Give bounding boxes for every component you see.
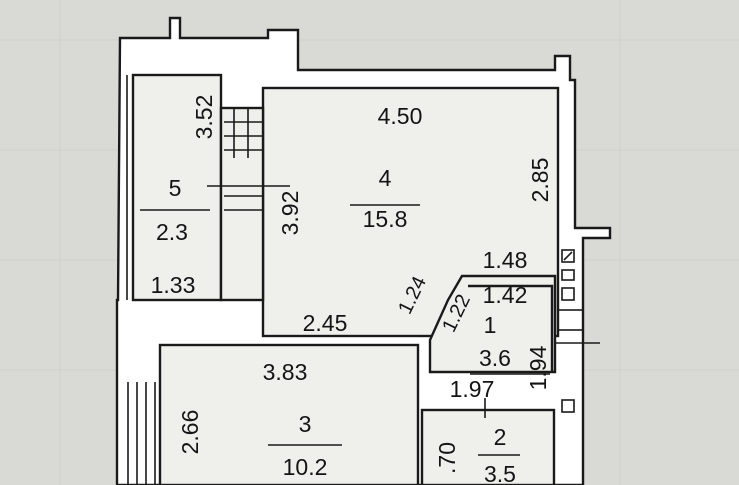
dim-room5-height: 3.52 xyxy=(191,95,217,140)
dim-room4-right: 2.85 xyxy=(527,158,553,203)
dim-room4-bottom: 2.45 xyxy=(303,310,348,336)
dim-room1-bottom: 1.97 xyxy=(450,376,495,402)
window-room-3 xyxy=(127,382,156,485)
room-2 xyxy=(420,408,556,485)
room-3-number: 3 xyxy=(299,411,312,437)
dim-room5-width: 1.33 xyxy=(151,272,196,298)
dim-room1-top: 1.42 xyxy=(483,282,528,308)
dim-room4-top: 4.50 xyxy=(378,103,423,129)
room-2-number: 2 xyxy=(494,424,507,450)
room-5 xyxy=(131,73,223,302)
room-5-area: 2.3 xyxy=(156,219,188,245)
room-4-area: 15.8 xyxy=(363,206,408,232)
dim-room3-top: 3.83 xyxy=(263,359,308,385)
room-1-inner xyxy=(468,284,554,372)
dim-hall-top: 1.48 xyxy=(483,247,528,273)
dim-room1-height: 1.94 xyxy=(525,345,551,390)
room-3-area: 10.2 xyxy=(283,454,328,480)
shaft-symbols xyxy=(555,249,600,413)
room-3 xyxy=(158,343,420,485)
dim-room3-left: 2.66 xyxy=(177,410,203,455)
door-room-5 xyxy=(224,107,262,211)
room-4-number: 4 xyxy=(379,165,392,191)
room-5-number: 5 xyxy=(169,175,182,201)
dim-room2-left: .70 xyxy=(434,442,460,474)
room-1-area: 3.6 xyxy=(479,345,511,371)
room-1-number: 1 xyxy=(484,312,497,338)
room-2-area: 3.5 xyxy=(484,461,516,485)
dim-room4-left: 3.92 xyxy=(277,191,303,236)
